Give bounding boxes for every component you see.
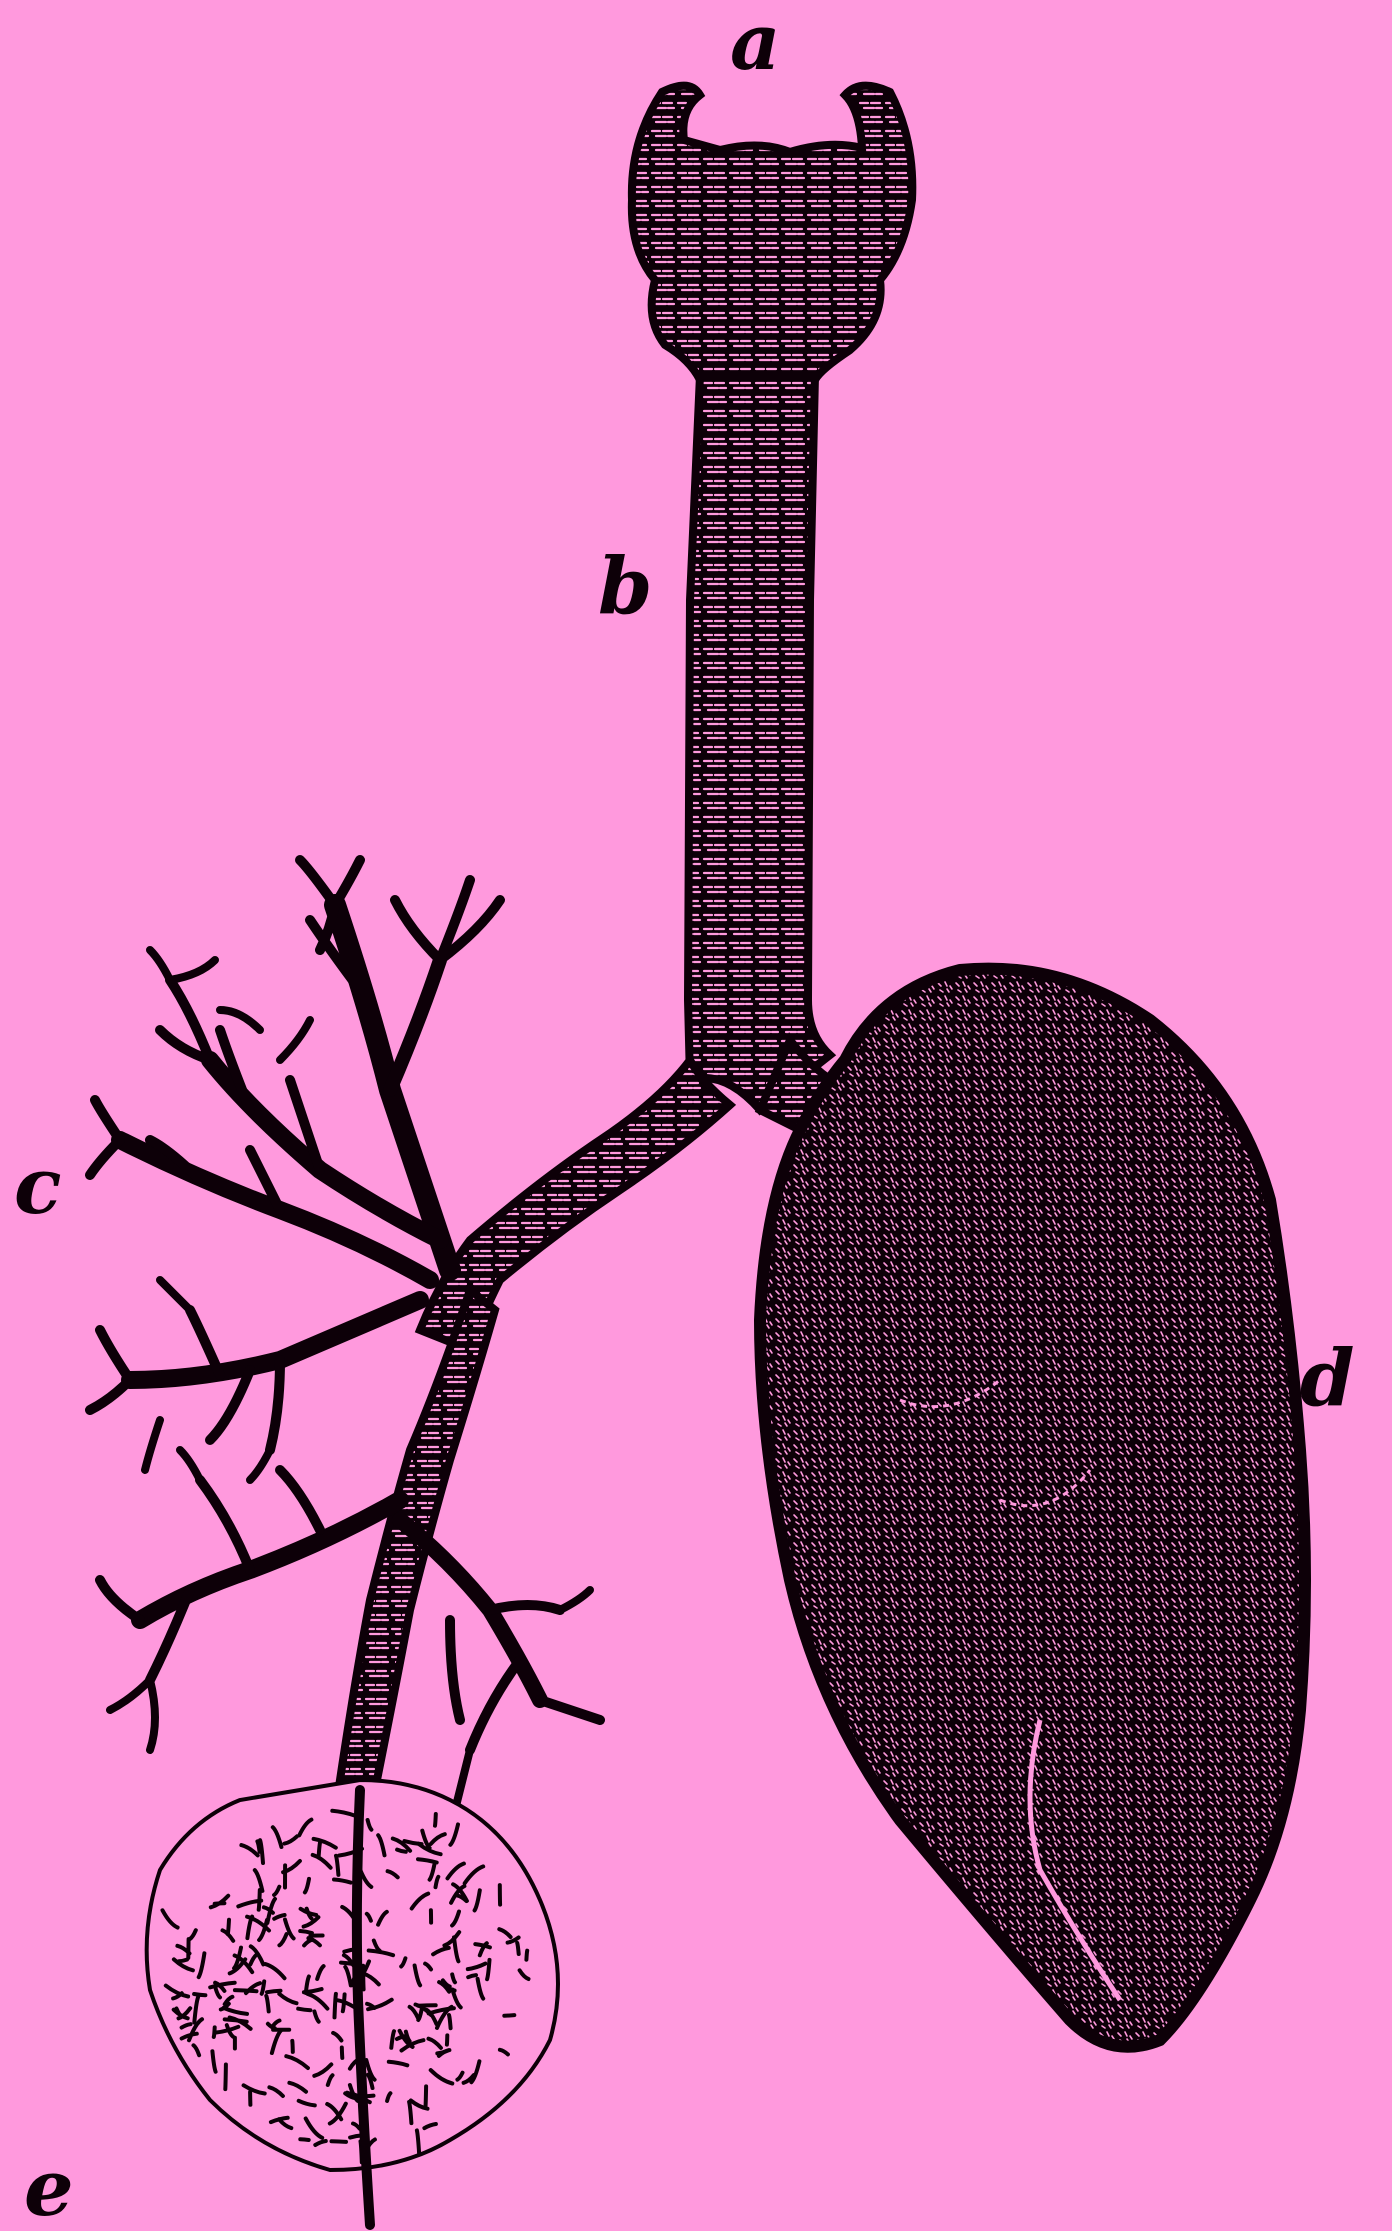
- alveolar-twig: [257, 1841, 259, 1851]
- alveolar-twig: [267, 1991, 281, 1993]
- alveolar-twig: [343, 1994, 345, 2011]
- alveolar-twig: [487, 1960, 489, 1979]
- alveolar-twig: [300, 2139, 308, 2140]
- alveolar-twig: [319, 1841, 321, 1855]
- lung: [760, 969, 1305, 2047]
- alveolar-twig: [468, 1975, 476, 1977]
- alveolar-twig: [298, 2009, 310, 2011]
- label-a-larynx: a: [730, 4, 781, 82]
- alveolar-twig: [449, 2015, 451, 2028]
- alveolar-twig: [214, 2027, 215, 2037]
- alveolar-twig: [266, 1996, 268, 2012]
- alveolar-twig: [300, 1931, 312, 1933]
- alveolar-twig: [363, 1966, 364, 1990]
- alveolar-twig: [504, 2015, 514, 2016]
- alveolar-twig: [435, 1814, 436, 1826]
- alveolar-twig: [517, 1943, 519, 1954]
- label-e-air-cells: e: [24, 2150, 74, 2228]
- alveolar-twig: [335, 1994, 336, 2018]
- alveolar-twig: [179, 1960, 187, 1962]
- label-b-trachea: b: [598, 548, 653, 626]
- alveolar-twig: [409, 2102, 411, 2123]
- larynx: [632, 86, 912, 380]
- alveolar-twig: [225, 2019, 247, 2021]
- bronchial-tree: [90, 860, 600, 1810]
- alveolar-twig: [228, 1920, 229, 1934]
- alveolar-twig: [262, 1981, 265, 1993]
- alveolar-twig: [426, 2086, 427, 2107]
- alveolar-twig: [417, 2130, 419, 2154]
- alveolar-cluster: [147, 1780, 558, 2225]
- trachea: [688, 375, 830, 1110]
- alveolar-twig: [342, 2047, 343, 2057]
- label-c-bronchi: c: [14, 1148, 62, 1226]
- alveolar-twig: [292, 2041, 293, 2052]
- alveolar-twig: [332, 2141, 347, 2142]
- alveolar-twig: [397, 1850, 406, 1852]
- alveolar-twig: [194, 1994, 205, 1995]
- alveolar-twig: [225, 2065, 226, 2090]
- alveolar-twig: [526, 1951, 527, 1960]
- alveolar-twig: [336, 1856, 338, 1875]
- label-d-lung: d: [1300, 1340, 1355, 1418]
